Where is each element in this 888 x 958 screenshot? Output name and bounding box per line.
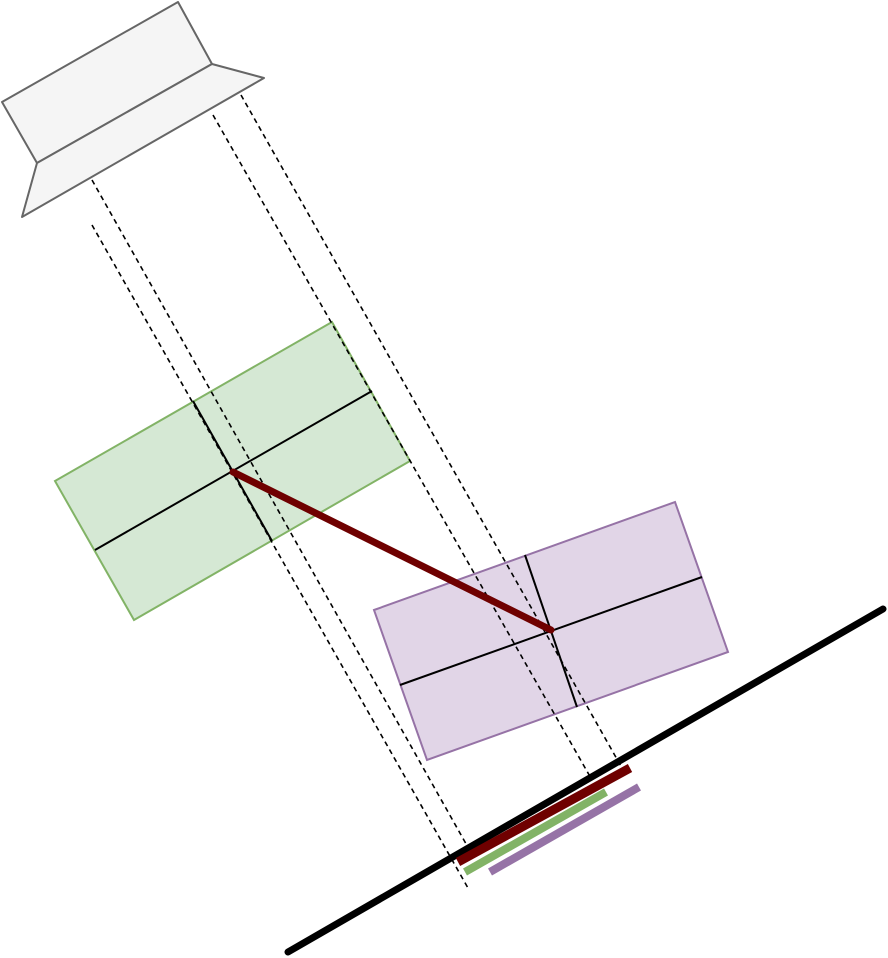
projected-connector-segment (455, 764, 633, 866)
ray-inner-left (91, 179, 475, 859)
projection-rays (91, 94, 623, 889)
projector-source (1, 1, 265, 218)
ray-inner-right (212, 114, 593, 781)
projected-green-segment (463, 788, 608, 876)
center-connector (229, 468, 555, 634)
ray-outer-right (240, 94, 623, 769)
projected-purple-segment (488, 783, 641, 876)
ray-outer-left (91, 224, 469, 889)
projection-axis (284, 605, 887, 956)
